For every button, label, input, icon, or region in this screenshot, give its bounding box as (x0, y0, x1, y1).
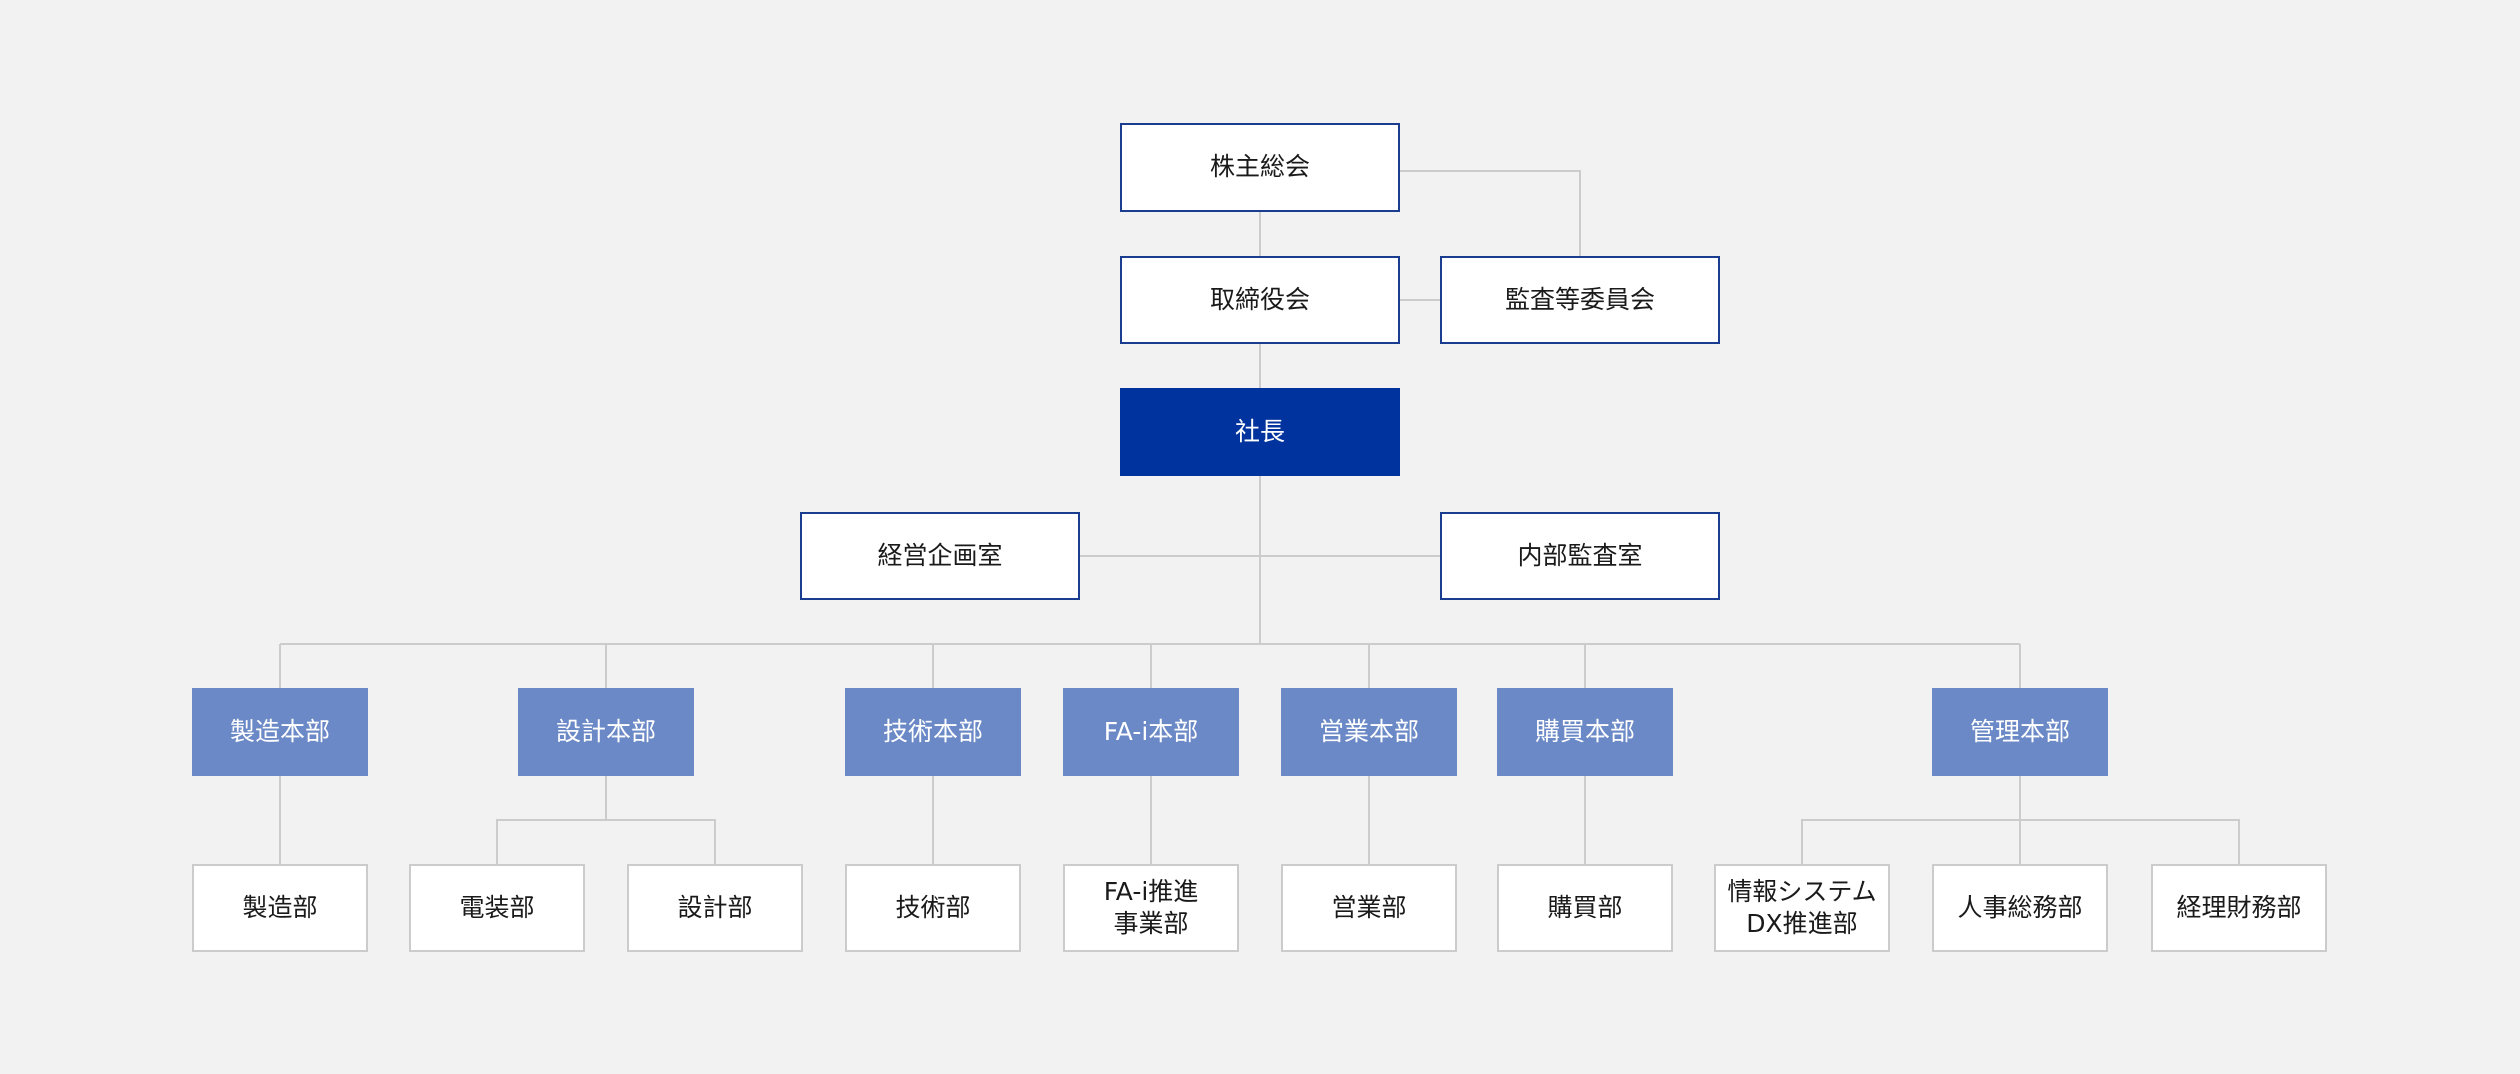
division-label: 設計本部 (555, 716, 656, 746)
audit-committee-box: 監査等委員会 (1440, 256, 1720, 344)
department-box: 製造部 (192, 864, 368, 952)
department-box: 設計部 (627, 864, 803, 952)
division-box: 製造本部 (192, 688, 368, 776)
division-box: 管理本部 (1932, 688, 2108, 776)
president-label: 社長 (1234, 416, 1285, 446)
department-box: 経理財務部 (2151, 864, 2327, 952)
audit-committee-label: 監査等委員会 (1504, 284, 1655, 314)
department-label: FA-i推進 事業部 (1103, 876, 1199, 939)
division-box: 営業本部 (1281, 688, 1457, 776)
department-label: 情報システム DX推進部 (1727, 876, 1877, 939)
corporate-planning-box: 経営企画室 (800, 512, 1080, 600)
department-label: 購買部 (1547, 892, 1623, 922)
department-box: 情報システム DX推進部 (1714, 864, 1890, 952)
division-label: 営業本部 (1318, 716, 1419, 746)
department-box: 営業部 (1281, 864, 1457, 952)
department-box: 購買部 (1497, 864, 1673, 952)
department-label: 技術部 (895, 892, 971, 922)
department-label: 電装部 (459, 892, 535, 922)
division-label: 技術本部 (882, 716, 983, 746)
department-box: 人事総務部 (1932, 864, 2108, 952)
department-label: 経理財務部 (2176, 892, 2302, 922)
board-of-directors-box: 取締役会 (1120, 256, 1400, 344)
division-box: 設計本部 (518, 688, 694, 776)
department-box: FA-i推進 事業部 (1063, 864, 1239, 952)
board-of-directors-label: 取締役会 (1209, 284, 1310, 314)
division-label: 製造本部 (229, 716, 330, 746)
division-label: FA-i本部 (1103, 716, 1199, 746)
internal-audit-label: 内部監査室 (1517, 540, 1643, 570)
division-label: 管理本部 (1969, 716, 2070, 746)
department-label: 設計部 (677, 892, 753, 922)
division-box: FA-i本部 (1063, 688, 1239, 776)
department-box: 技術部 (845, 864, 1021, 952)
department-label: 製造部 (242, 892, 318, 922)
division-box: 購買本部 (1497, 688, 1673, 776)
corporate-planning-label: 経営企画室 (877, 540, 1003, 570)
president-box: 社長 (1120, 388, 1400, 476)
internal-audit-box: 内部監査室 (1440, 512, 1720, 600)
department-label: 営業部 (1331, 892, 1407, 922)
department-label: 人事総務部 (1957, 892, 2083, 922)
shareholders-meeting-box: 株主総会 (1120, 123, 1400, 212)
division-box: 技術本部 (845, 688, 1021, 776)
shareholders-meeting-label: 株主総会 (1209, 152, 1310, 182)
department-box: 電装部 (409, 864, 585, 952)
division-label: 購買本部 (1534, 716, 1635, 746)
